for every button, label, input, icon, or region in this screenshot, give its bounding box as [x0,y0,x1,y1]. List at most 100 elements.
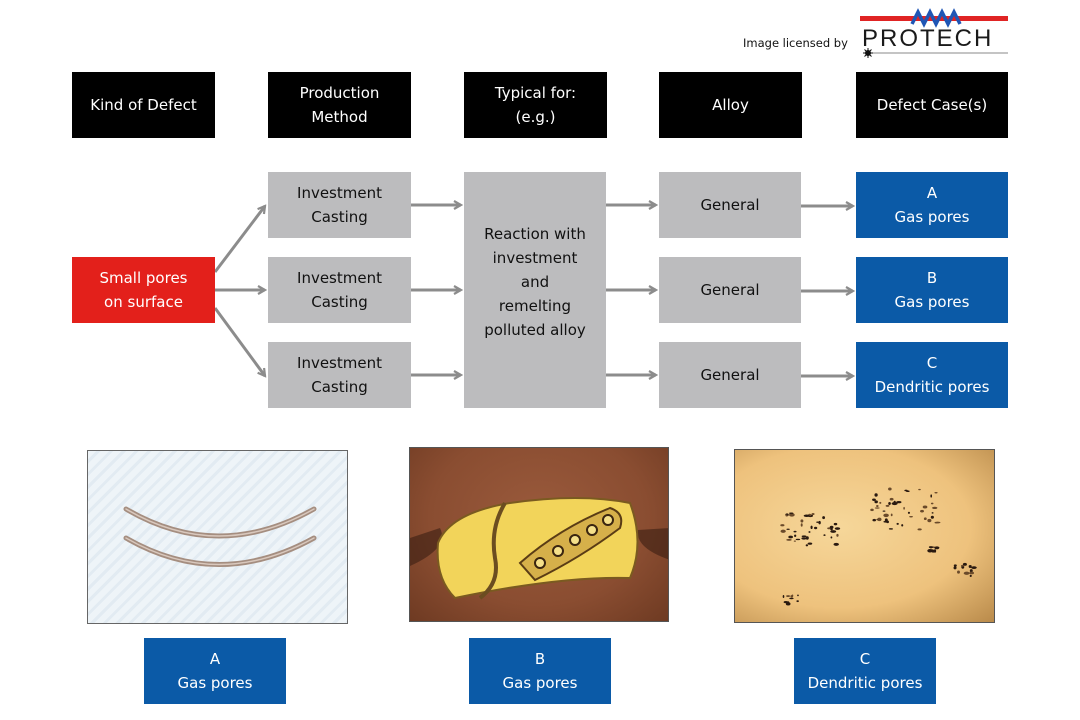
pore-mark [930,502,934,505]
pore-mark [786,528,790,530]
pore-mark [957,570,960,574]
pore-mark [786,538,792,541]
case-b-name: Gas pores [894,293,970,311]
pore-mark [833,522,838,526]
pore-mark [888,502,891,505]
pore-mark [889,497,894,501]
pore-mark [800,523,803,527]
alloy-general-1: General [659,172,801,238]
pore-mark [811,512,815,516]
pore-mark [876,504,879,508]
pore-mark [810,525,813,530]
pore-mark [872,518,877,522]
logo-text: PROTECH [862,25,993,52]
pore-mark [836,533,839,537]
pore-mark [796,600,800,603]
pore-mark [780,524,785,527]
pore-mark [896,522,899,525]
pore-mark [969,574,972,578]
pore-mark [789,597,794,600]
pore-mark [890,513,893,517]
pore-mark [785,514,788,517]
pore-mark [830,536,833,539]
alloy-general-3: General [659,342,801,408]
pore-mark [793,540,797,542]
pore-mark [801,535,807,538]
pore-mark [888,487,892,491]
header-alloy: Alloy [659,72,802,138]
pore-mark [800,519,804,523]
pore-mark [909,516,913,518]
pore-mark [879,501,882,504]
photo-caption-b: B Gas pores [469,638,611,704]
pore-mark [794,534,797,538]
pore-mark [807,542,813,545]
alloy-general-2: General [659,257,801,323]
pore-mark [923,517,927,521]
pore-mark [903,506,905,510]
method-investment-casting-2: Investment Casting [268,257,411,323]
license-text: Image licensed by [743,36,848,50]
case-c-letter: C [926,354,938,372]
photo-caption-c-letter: C [859,650,871,668]
pore-mark [928,546,934,549]
pore-mark [907,511,911,514]
pore-mark [780,529,786,533]
pore-mark [971,566,977,570]
header-typical-for: Typical for: (e.g.) [464,72,607,138]
pore-mark [789,513,795,517]
pore-mark [934,546,940,550]
photo-caption-b-name: Gas pores [502,674,578,692]
pore-mark [920,509,924,513]
pore-mark [918,488,921,491]
pore-mark [917,528,922,531]
pore-mark [789,512,794,514]
case-c: C Dendritic pores [856,342,1008,408]
photo-caption-c: C Dendritic pores [794,638,936,704]
photo-caption-b-letter: B [534,650,546,668]
pore-mark [877,517,882,522]
typical-for-reaction: Reaction with investment and remelting p… [464,172,606,408]
pore-mark [829,525,834,529]
case-a-letter: A [926,184,938,202]
pore-mark [931,549,936,553]
photo-caption-c-name: Dendritic pores [807,674,923,692]
pore-mark [786,595,791,597]
pore-mark [782,594,785,598]
pore-mark [813,526,818,530]
photo-caption-a-letter: A [209,650,221,668]
pore-mark [962,562,967,566]
header-production-method: Production Method [268,72,411,138]
pore-mark [930,515,934,519]
method-investment-casting-1: Investment Casting [268,172,411,238]
pore-mark [883,513,889,518]
pore-mark [934,521,941,524]
pore-mark [872,498,876,502]
arrow-defect-to-method-1 [213,206,265,273]
pore-mark [783,601,789,604]
pore-mark [793,530,797,533]
pore-mark [930,494,933,498]
pore-mark [788,535,793,539]
pore-mark [960,564,965,567]
pore-mark [808,531,811,533]
pore-mark [801,537,807,540]
pore-mark [927,518,932,523]
pore-mark [805,544,809,547]
pore-mark [968,565,972,568]
header-kind-of-defect: Kind of Defect [72,72,215,138]
pore-mark [891,501,898,506]
pore-mark [795,538,801,541]
pore-mark [830,530,837,533]
photo-caption-a: A Gas pores [144,638,286,704]
pore-mark [833,542,839,546]
pore-mark [932,506,938,510]
pore-mark [797,594,799,597]
photo-c-dendritic-pores [734,449,995,623]
pore-mark [931,512,934,514]
pore-mark [896,500,902,504]
pore-mark [922,505,928,509]
pore-mark [906,490,910,492]
logo-wave-icon [910,8,962,28]
